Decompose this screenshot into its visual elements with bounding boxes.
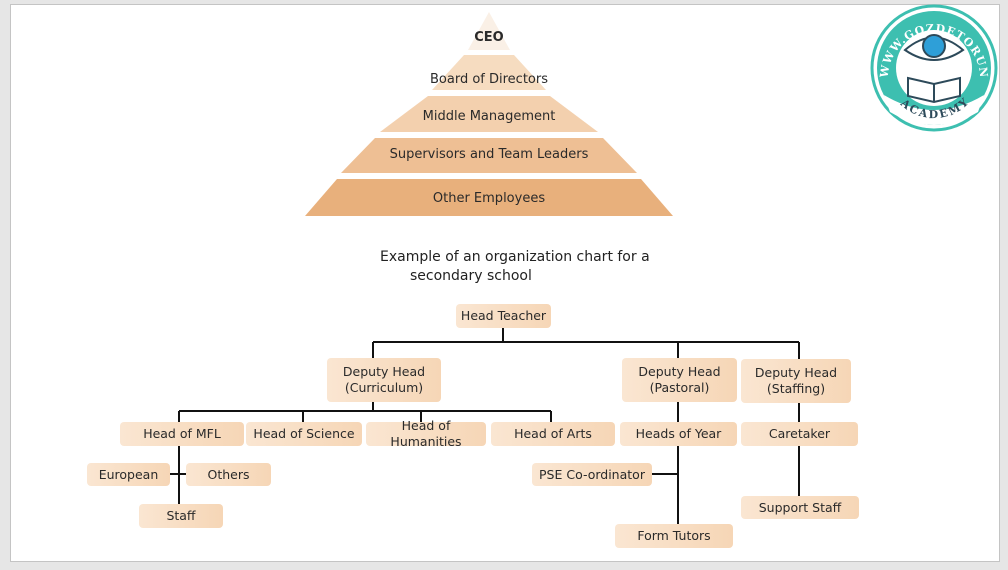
node-head-science: Head of Science [246,422,362,446]
node-head-arts: Head of Arts [491,422,615,446]
caption-line-1: Example of an organization chart for a [380,249,650,265]
node-pse-coordinator: PSE Co-ordinator [532,463,652,486]
pyramid-label-supervisors: Supervisors and Team Leaders [390,147,589,162]
node-head-mfl: Head of MFL [120,422,244,446]
pyramid-label-board: Board of Directors [430,72,548,87]
node-heads-of-year: Heads of Year [620,422,737,446]
node-european: European [87,463,170,486]
caption-line-2: secondary school [410,268,532,284]
node-subtitle: (Curriculum) [344,380,424,395]
node-deputy-pastoral: Deputy Head (Pastoral) [622,358,737,402]
pyramid-label-middle: Middle Management [423,109,556,124]
org-connectors [170,328,800,524]
pyramid-level-other [305,179,673,216]
node-title: Deputy Head [638,364,721,379]
pyramid-level-ceo [468,12,510,50]
node-form-tutors: Form Tutors [615,524,733,548]
node-support-staff: Support Staff [741,496,859,519]
node-subtitle: (Staffing) [766,381,826,396]
node-caretaker: Caretaker [741,422,858,446]
node-staff: Staff [139,504,223,528]
node-head-teacher: Head Teacher [456,304,551,328]
node-title: Deputy Head [342,364,426,379]
pyramid-level-board [432,55,546,90]
pyramid-label-other: Other Employees [433,191,545,206]
node-deputy-staffing: Deputy Head (Staffing) [741,359,851,403]
node-subtitle: (Pastoral) [649,380,710,395]
pyramid-level-middle [380,96,598,132]
node-title: Deputy Head [754,365,838,380]
node-deputy-curriculum: Deputy Head (Curriculum) [327,358,441,402]
pyramid-level-supervisors [341,138,637,173]
node-others: Others [186,463,271,486]
node-head-humanities: Head of Humanities [366,418,486,449]
pyramid-label-ceo: CEO [474,30,503,45]
